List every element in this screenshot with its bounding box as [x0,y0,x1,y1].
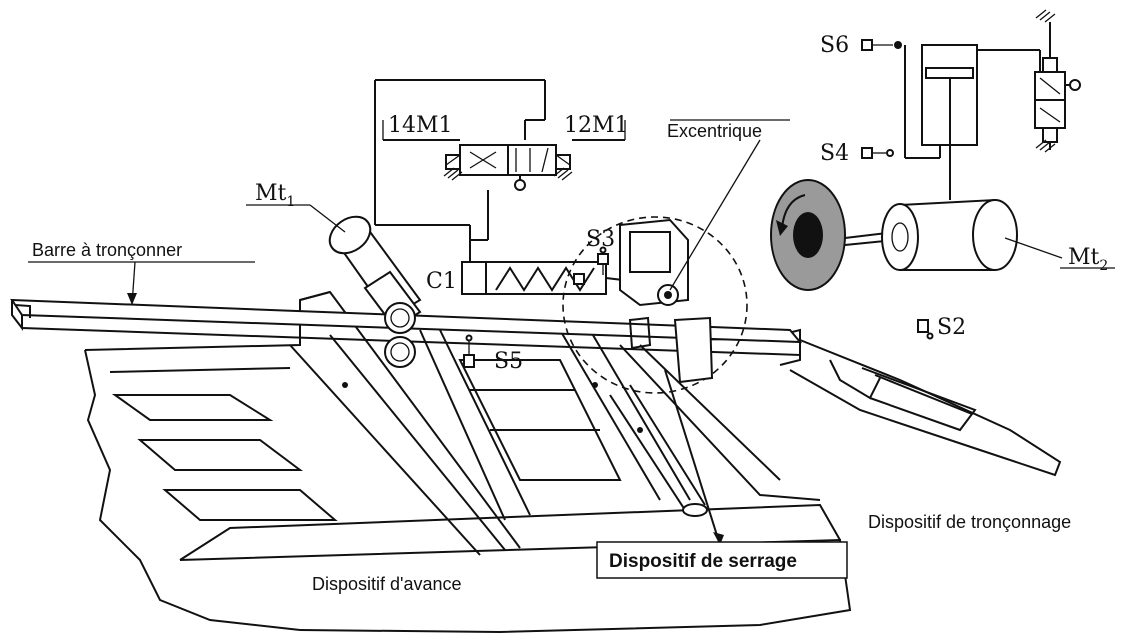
label-barre: Barre à tronçonner [32,240,182,260]
label-s3: S3 [586,227,615,252]
cutting-chute [789,339,1062,477]
label-dispositif-avance: Dispositif d'avance [312,574,462,594]
valve-14m1-12m1 [383,139,625,191]
label-mt1: Mt1 [255,181,295,210]
motor-mt1 [328,215,422,368]
motor-mt2 [844,198,1115,271]
machine-frame [84,290,852,634]
label-mt2: Mt2 [1068,245,1108,274]
label-s2: S2 [937,315,966,340]
label-12m1: 12M1 [564,113,629,138]
label-dispositif-tronconnage: Dispositif de tronçonnage [868,512,1071,532]
cutting-cylinder [861,9,1081,200]
clamp-eccentric [562,119,790,546]
callout-lines [28,120,626,306]
label-14m1: 14M1 [388,113,453,138]
label-s4: S4 [820,141,849,166]
sensor-s5 [463,334,475,368]
saw-disc [770,179,846,291]
cylinder-c1 [375,224,666,295]
label-s5: S5 [494,349,523,374]
label-dispositif-serrage: Dispositif de serrage [609,551,797,572]
sensor-s3 [597,246,609,275]
label-c1: C1 [426,269,457,294]
label-excentrique: Excentrique [667,121,762,141]
labels: 14M1 12M1 Excentrique Mt1 Mt2 Barre à tr… [32,33,1108,594]
label-s6: S6 [820,33,849,58]
sensor-s2 [917,319,934,340]
valve-pipes [374,79,546,241]
clamp-label-box [596,541,848,579]
